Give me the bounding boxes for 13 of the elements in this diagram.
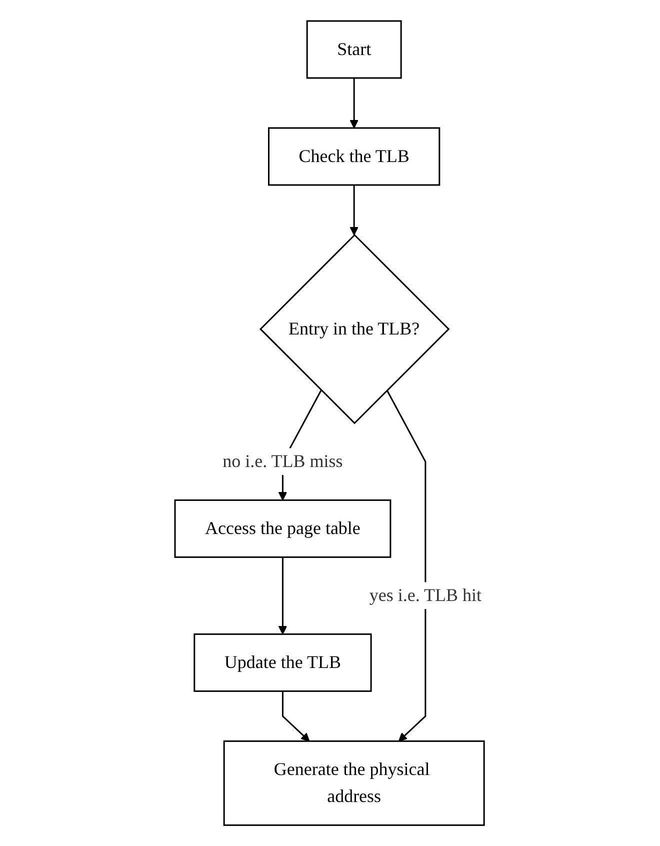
- node-box: Update the TLB: [194, 633, 372, 692]
- arrow: [350, 184, 359, 236]
- node-box: Generate the physical address: [224, 740, 486, 826]
- arrow: [278, 557, 288, 634]
- edge-label: no i.e. TLB miss: [223, 451, 344, 472]
- node-box: Start: [306, 20, 402, 79]
- edge-label: yes i.e. TLB hit: [370, 585, 482, 606]
- node-box: Access the page table: [174, 499, 392, 558]
- arrow: [282, 691, 310, 742]
- node-box: Check the TLB: [268, 127, 441, 186]
- node-diamond: Entry in the TLB?: [260, 234, 450, 424]
- arrow: [386, 390, 427, 742]
- arrow: [350, 78, 359, 128]
